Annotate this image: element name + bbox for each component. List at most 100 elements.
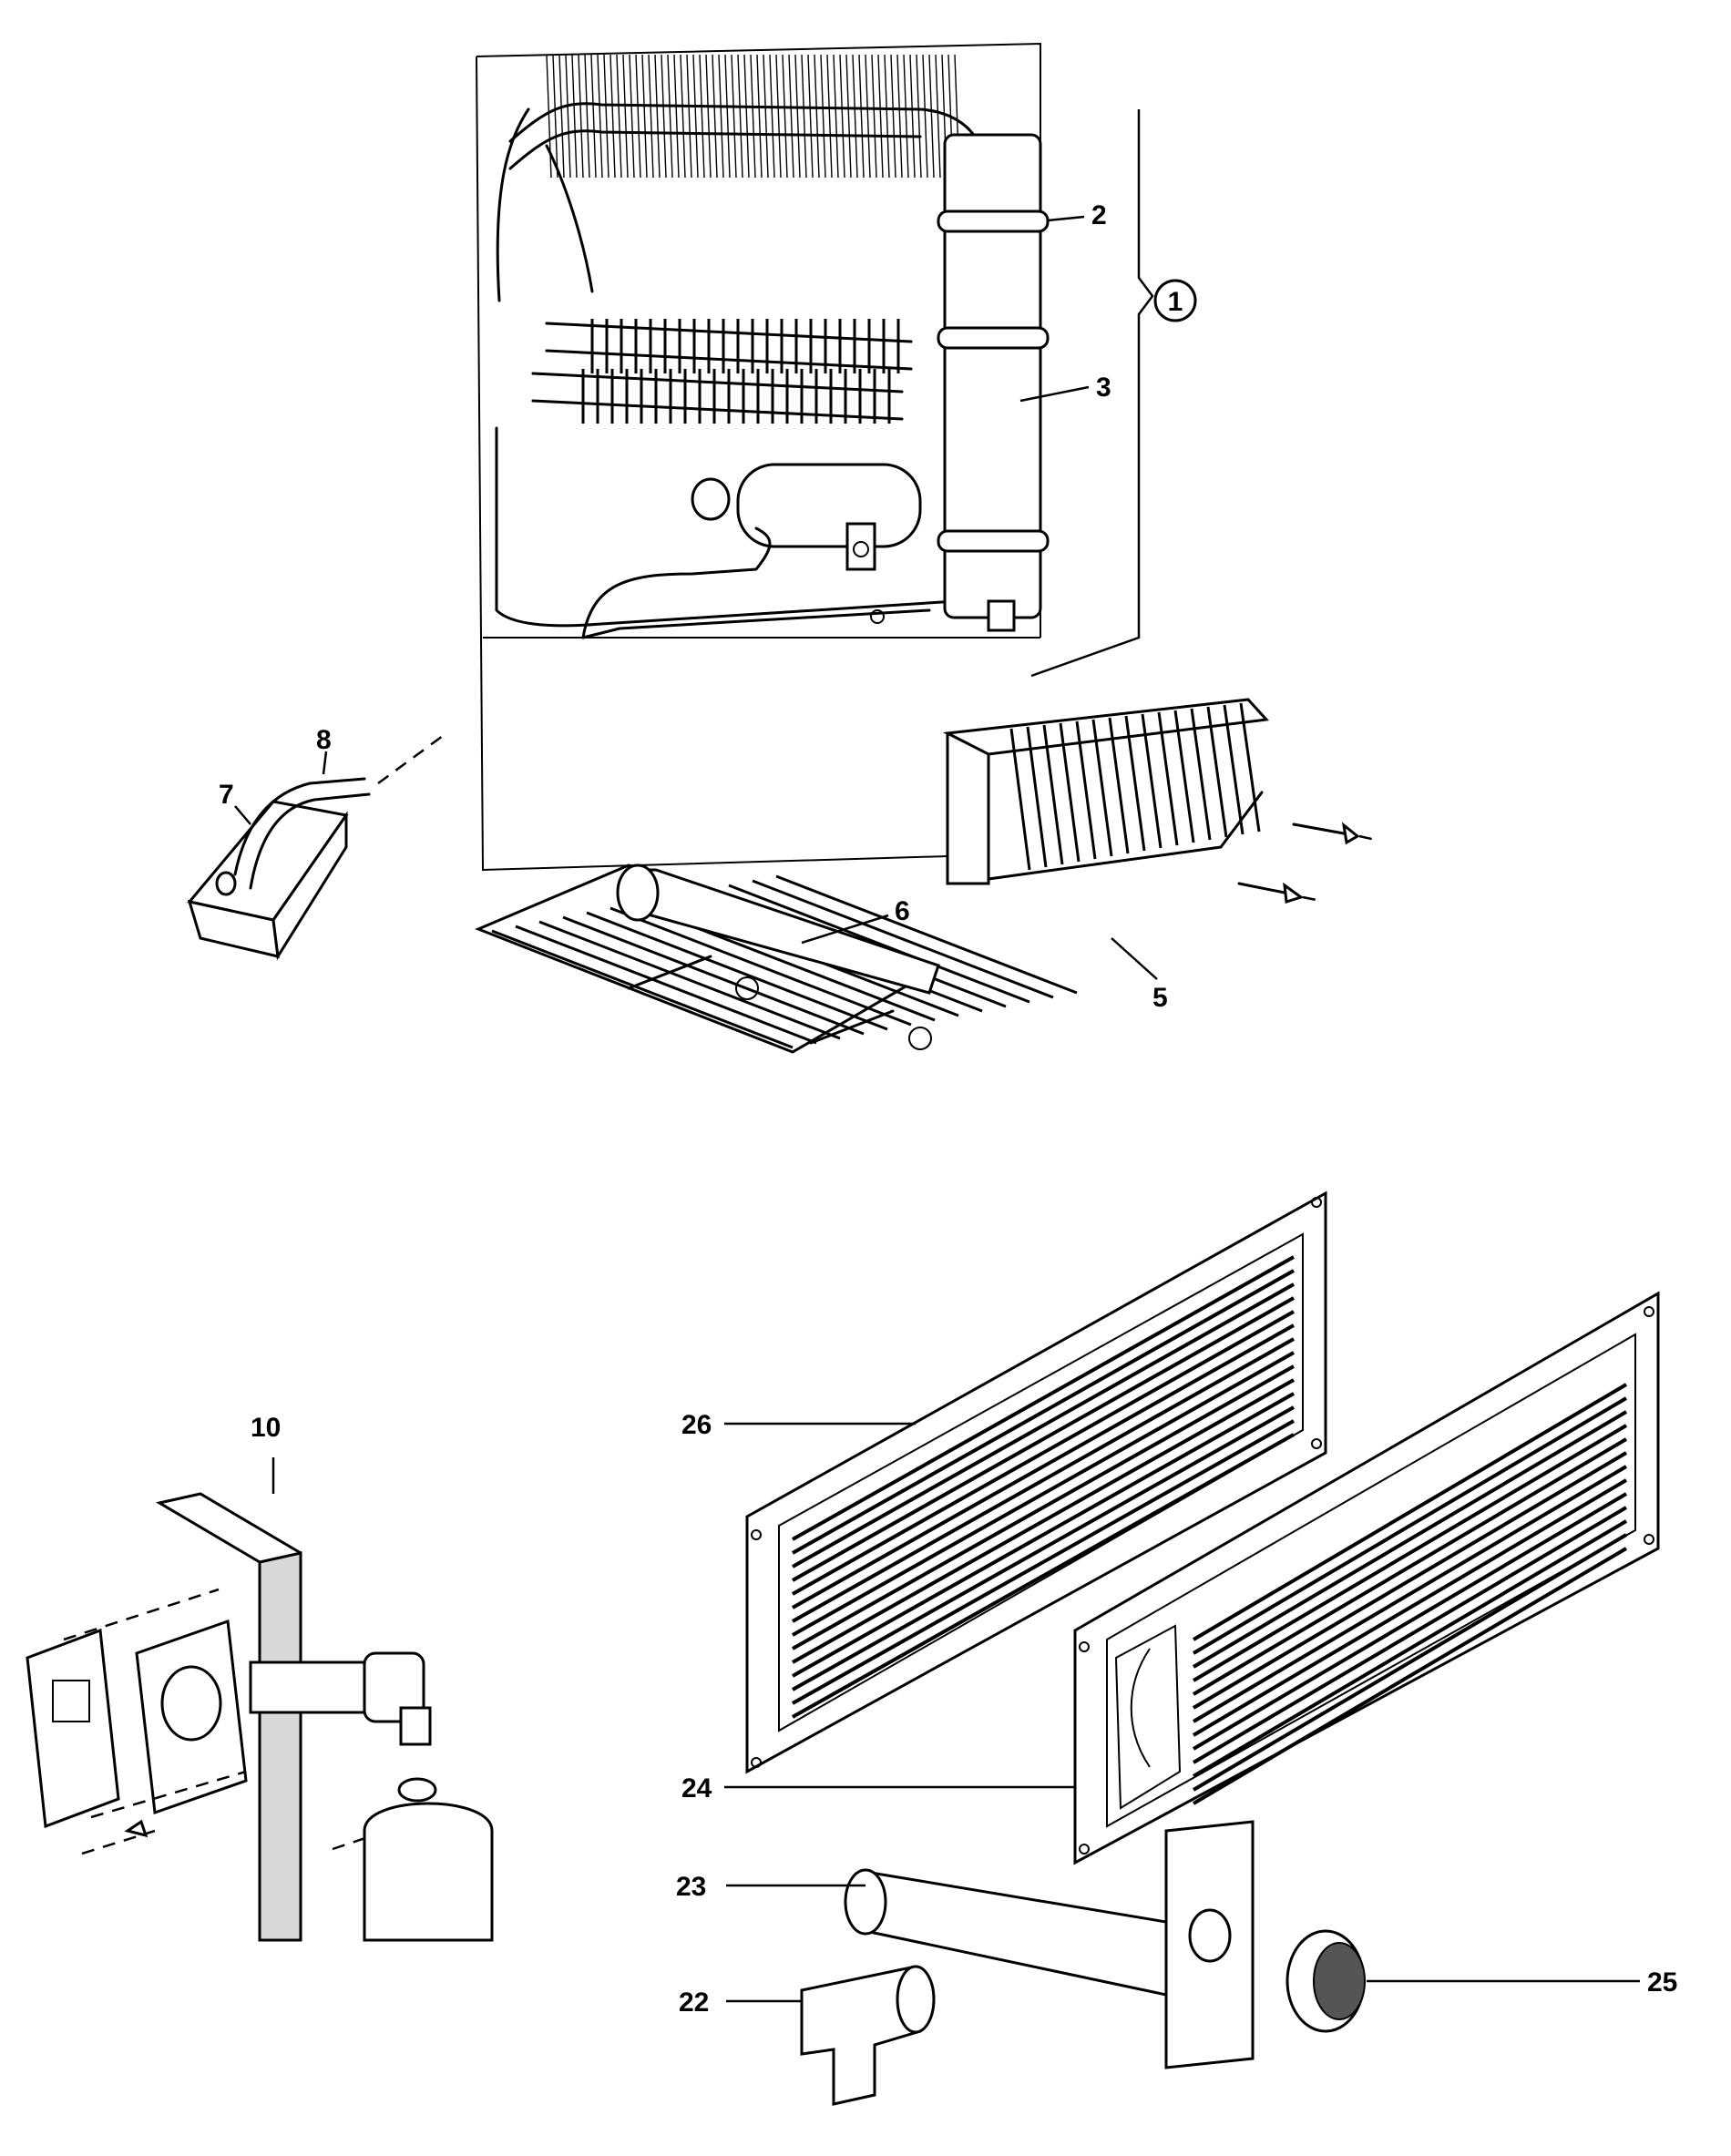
fin-line [578, 54, 584, 179]
fin-line [565, 54, 571, 179]
fin-line [629, 54, 635, 179]
fin-line [1192, 1424, 1628, 1682]
fin-line [792, 1378, 1295, 1664]
fin-line [792, 1269, 1295, 1555]
fin-line [680, 54, 686, 179]
fin-line [609, 906, 912, 1027]
fin-line [792, 1310, 1295, 1596]
fin-line [794, 54, 801, 179]
screw-icon [1292, 822, 1377, 845]
fin-line [909, 54, 916, 179]
fin-line [654, 54, 661, 179]
fin-line [1192, 1396, 1628, 1655]
fin-line [792, 1364, 1295, 1650]
fin-line [1108, 717, 1130, 854]
callout-22: 22 [679, 1987, 709, 2018]
fin-line [1042, 724, 1064, 865]
fin-line [1075, 720, 1097, 860]
fin-line [1192, 1478, 1628, 1737]
fin-line [792, 1282, 1295, 1568]
fin-line [845, 54, 852, 179]
fin-line [1239, 702, 1261, 833]
fin-line [515, 925, 817, 1045]
fin-line [763, 54, 769, 179]
fin-line [635, 54, 641, 179]
screw-icon [1237, 882, 1317, 904]
fin-line [852, 54, 858, 179]
fin-line [1124, 715, 1146, 852]
fin-line [792, 1405, 1295, 1691]
fin-line [792, 1255, 1295, 1541]
drain-hose [377, 731, 447, 785]
fin-line [814, 54, 820, 179]
callout-8: 8 [316, 725, 332, 755]
fin-line [728, 884, 1030, 1004]
fin-line [1059, 722, 1081, 863]
callout-25: 25 [1647, 1967, 1677, 1998]
fin-line [491, 929, 794, 1049]
fin-line [699, 54, 705, 179]
fin-line [1192, 1492, 1628, 1751]
vent-cap [1285, 1929, 1366, 2033]
fin-line [558, 54, 565, 179]
fin-line [858, 54, 865, 179]
fin-line [752, 879, 1054, 999]
fin-line [641, 54, 648, 179]
fin-line [1192, 1451, 1628, 1710]
callout-5: 5 [1152, 983, 1168, 1013]
absorber-tank [691, 463, 922, 571]
callout-number: 1 [1168, 287, 1183, 317]
fin-line [673, 54, 680, 179]
fin-line [769, 54, 775, 179]
leader-lines [234, 215, 1640, 2003]
fin-line [775, 54, 782, 179]
fin-line [922, 54, 928, 179]
fin-line [590, 54, 597, 179]
fin-line [737, 54, 743, 179]
fin-line [788, 54, 794, 179]
fin-line [903, 54, 909, 179]
fin-line [546, 54, 552, 179]
flue-elbow [800, 1965, 936, 2106]
flue-wall-assembly [26, 1492, 494, 1942]
upper-vent-grille [745, 1190, 1327, 1774]
fin-line [667, 54, 673, 179]
fin-line [609, 54, 616, 179]
callout-24: 24 [681, 1773, 712, 1803]
fin-line [603, 54, 609, 179]
fin-line [1192, 1465, 1628, 1723]
fin-line [896, 54, 903, 179]
fin-line [839, 54, 845, 179]
fin-line [562, 915, 865, 1036]
fin-line [1173, 710, 1195, 843]
fin-line [792, 1296, 1295, 1582]
fin-line [792, 1392, 1295, 1678]
fin-line [782, 54, 788, 179]
callout-1: 1 [1153, 279, 1197, 322]
fin-line [1141, 713, 1163, 849]
fin-line [775, 874, 1078, 995]
fin-line [865, 54, 871, 179]
fin-line [743, 54, 750, 179]
fin-line [616, 54, 622, 179]
fin-line [890, 54, 896, 179]
callout-3: 3 [1096, 373, 1111, 403]
fin-line [1026, 726, 1048, 868]
fin-line [928, 54, 935, 179]
fin-line [756, 54, 763, 179]
fin-line [661, 54, 667, 179]
vent-pipe [844, 1820, 1255, 2069]
fin-line [820, 54, 826, 179]
callout-7: 7 [219, 780, 234, 810]
fin-line [833, 54, 839, 179]
fin-line [916, 54, 922, 179]
fin-line [792, 1433, 1295, 1719]
fin-line [792, 1337, 1295, 1623]
callout-6: 6 [895, 896, 910, 926]
callout-10: 10 [251, 1413, 281, 1443]
fin-line [1206, 706, 1228, 838]
lower-vent-grille [1073, 1291, 1660, 1865]
fin-line [1192, 1437, 1628, 1696]
fin-line [1009, 728, 1031, 871]
